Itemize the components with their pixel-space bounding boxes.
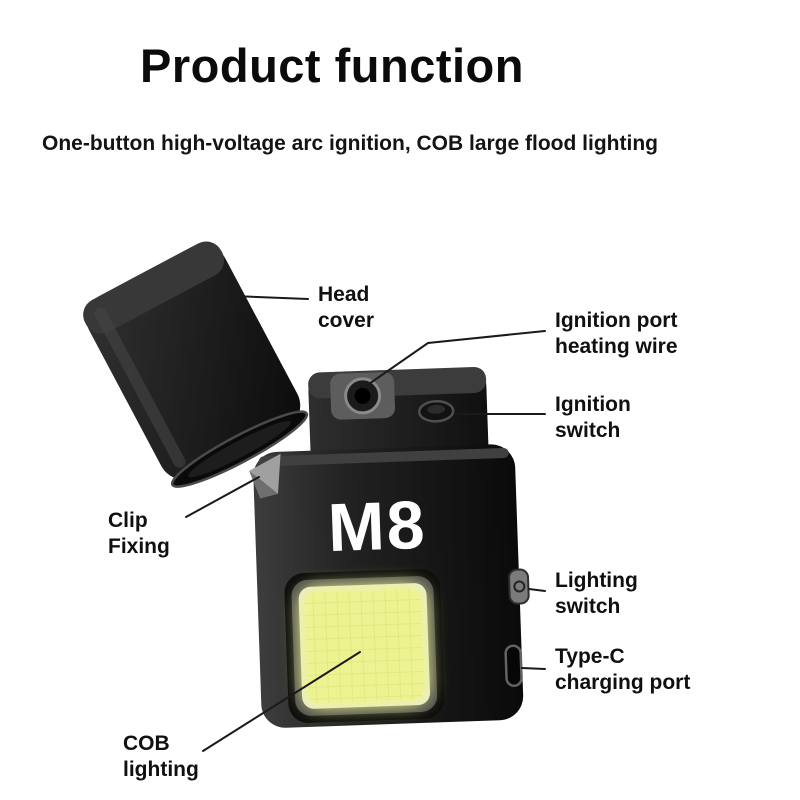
ignition-port-art xyxy=(330,372,396,420)
label-ignition-port-heating-wire: Ignition port heating wire xyxy=(555,309,678,358)
leader-lighting-switch xyxy=(528,588,546,592)
label-head-cover: Head cover xyxy=(318,283,375,332)
ignition-switch-art xyxy=(417,400,455,423)
page-subtitle: One-button high-voltage arc ignition, CO… xyxy=(42,132,658,155)
lighter-body-art: M8 xyxy=(249,366,530,728)
label-ignition-switch: Ignition switch xyxy=(555,393,631,442)
head-cover-art xyxy=(83,241,309,488)
cob-panel-art xyxy=(284,568,445,723)
label-lighting-switch: Lighting switch xyxy=(555,569,638,618)
label-clip-fixing: Clip Fixing xyxy=(108,509,170,558)
leader-clip-fixing xyxy=(185,476,260,518)
leader-cob-lighting xyxy=(202,651,361,752)
leader-head-cover xyxy=(232,295,309,300)
label-cob-lighting: COB lighting xyxy=(123,732,199,781)
label-type-c-charging-port: Type-C charging port xyxy=(555,645,691,694)
type-c-port-art xyxy=(504,644,523,687)
page-title: Product function xyxy=(140,39,524,92)
leader-type-c xyxy=(521,667,546,670)
model-text: M8 xyxy=(327,487,428,566)
lighting-switch-art xyxy=(508,568,530,605)
leader-lines xyxy=(185,295,546,752)
leader-ignition-port xyxy=(365,330,546,387)
